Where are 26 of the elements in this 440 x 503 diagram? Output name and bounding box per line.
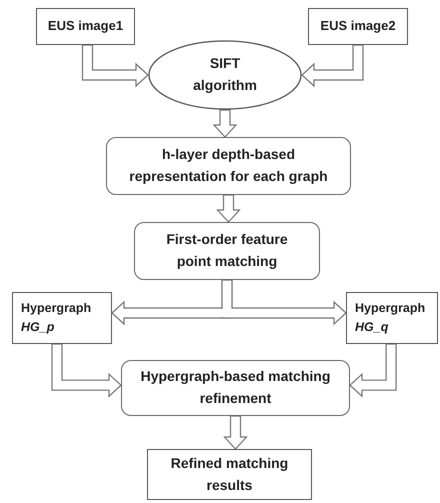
hypergraph-box <box>12 292 112 344</box>
process-box <box>121 360 350 416</box>
node-label: Refined matching results <box>170 454 290 494</box>
node-label: Hypergraph-based matching refinement <box>140 367 332 408</box>
process-box <box>106 137 351 195</box>
block-arrow <box>349 343 397 398</box>
input-box <box>308 8 408 45</box>
process-box <box>134 222 320 280</box>
process-ellipse <box>148 40 302 110</box>
block-arrow <box>51 343 122 398</box>
hypergraph-box <box>346 292 438 344</box>
node-label: Hypergraph HG_q <box>355 300 426 336</box>
output-box <box>147 449 312 500</box>
block-arrow <box>216 194 241 223</box>
block-arrow <box>301 44 364 88</box>
node-label: EUS image1 <box>48 17 124 36</box>
node-label: First-order feature point matching <box>165 230 289 271</box>
node-label: h-layer depth-based representation for each graph <box>128 145 329 186</box>
node-label: Hypergraph HG_p <box>21 300 92 336</box>
block-arrow <box>82 44 149 88</box>
node-label: SIFT algorithm <box>192 54 258 95</box>
input-box <box>36 8 135 45</box>
block-arrow <box>221 279 347 326</box>
block-arrow <box>212 109 238 138</box>
block-arrow <box>223 415 248 450</box>
node-label: EUS image2 <box>320 17 396 36</box>
